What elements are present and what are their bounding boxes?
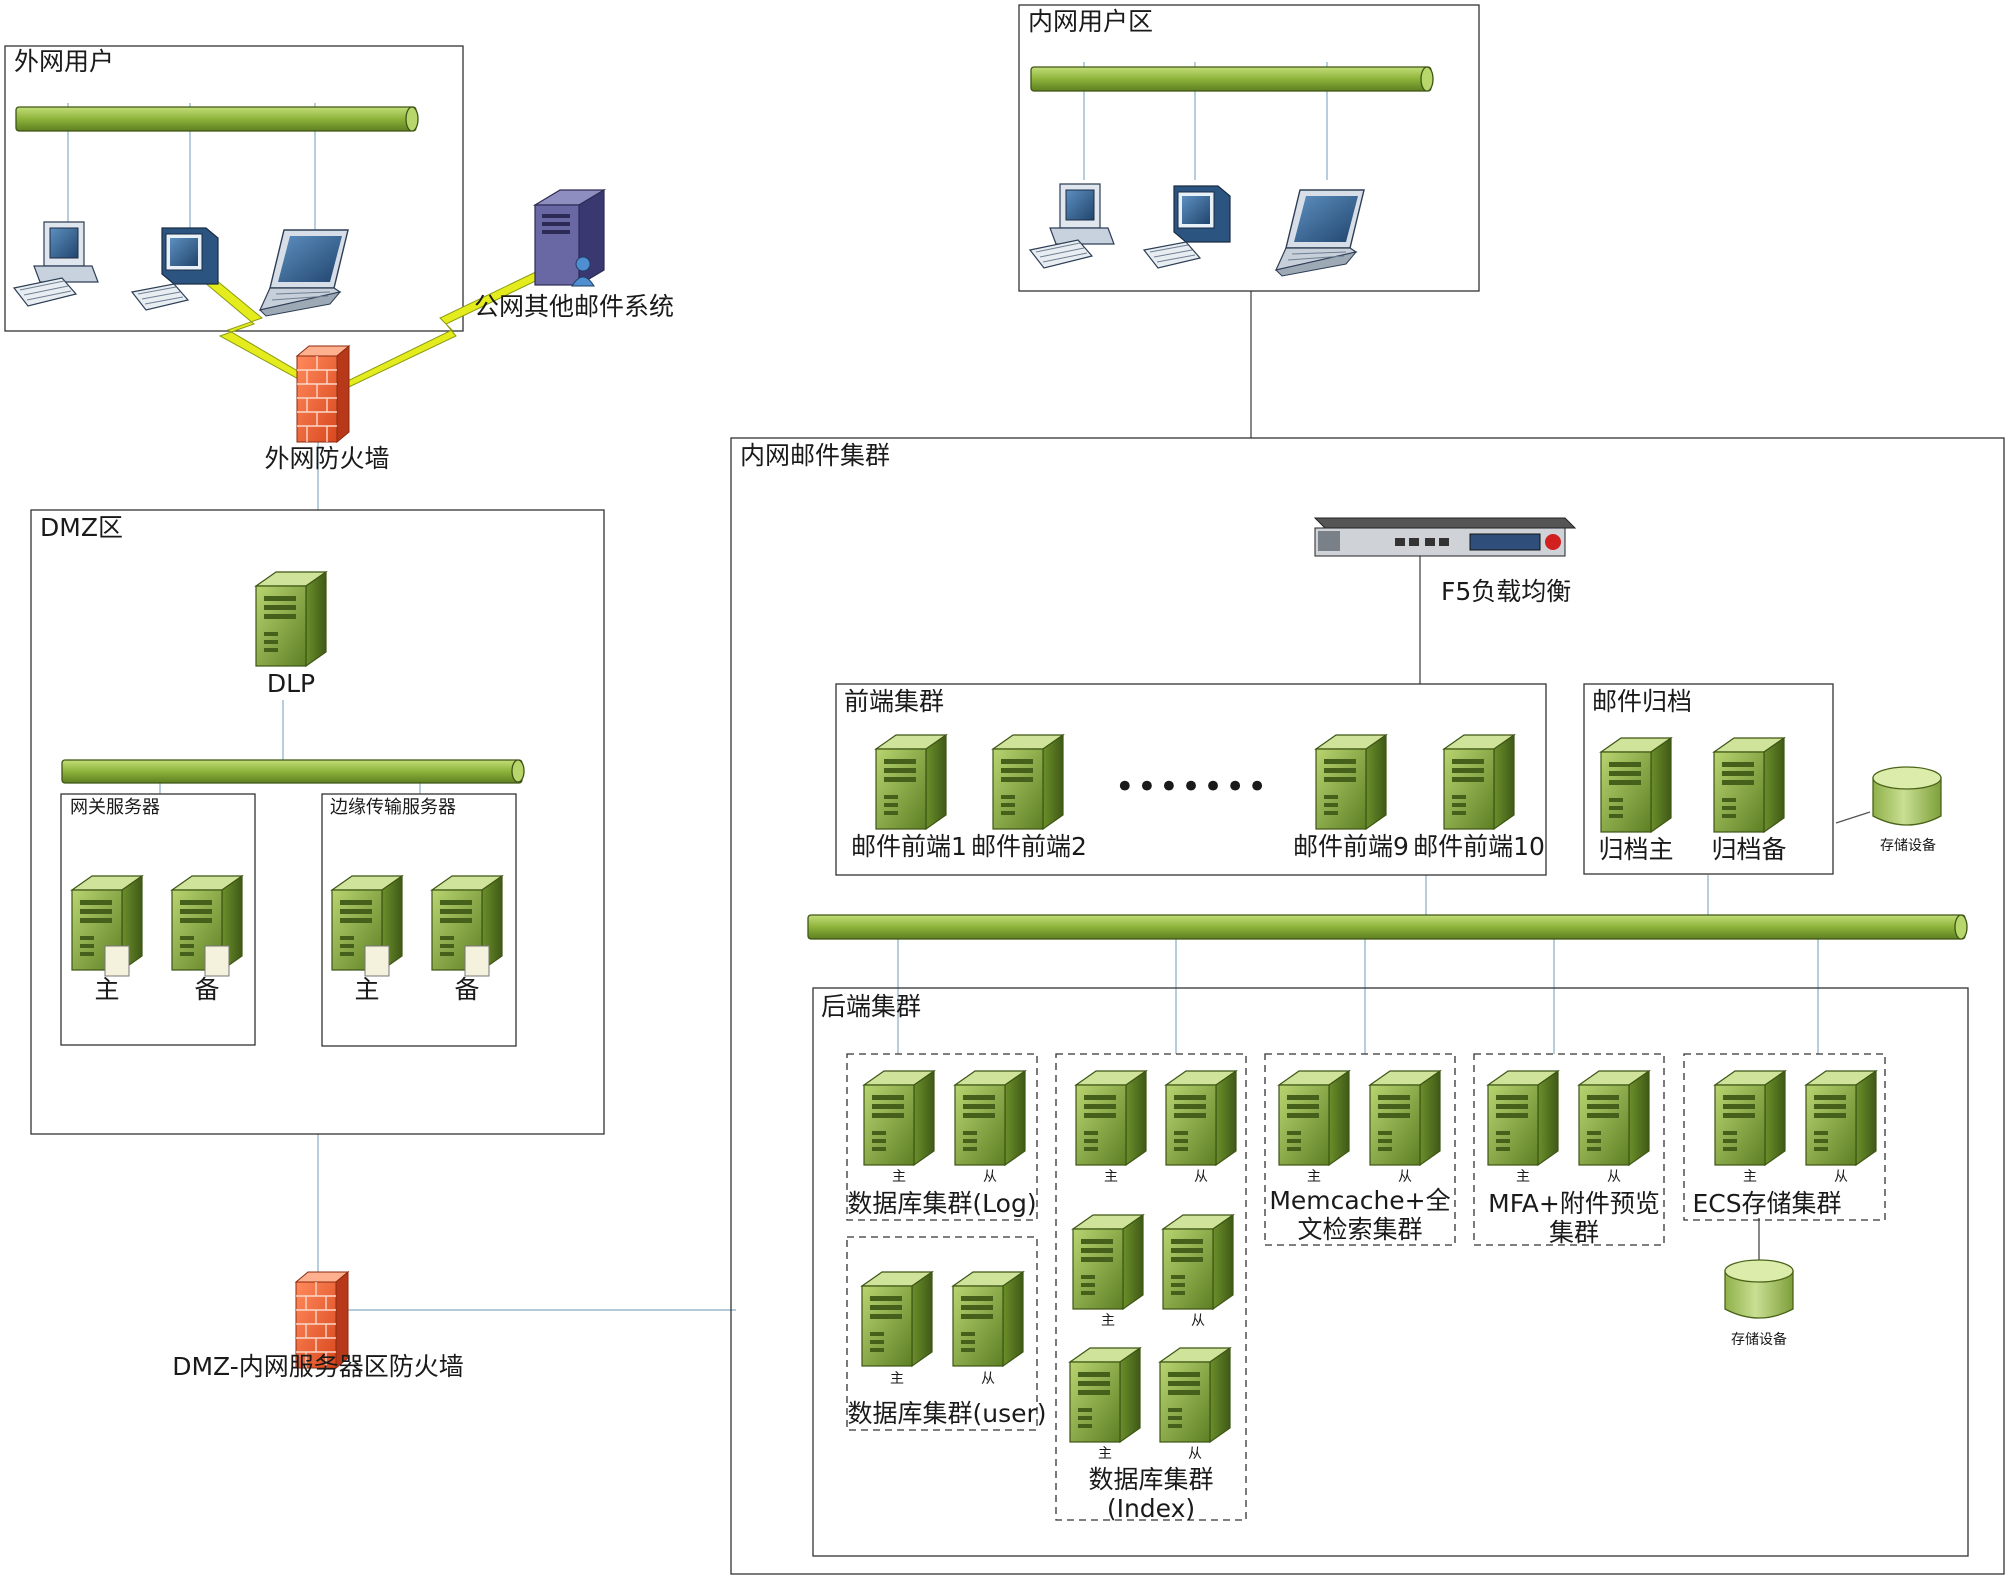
backend-primary-label: 主 bbox=[1307, 1169, 1321, 1185]
public-mail-server-icon bbox=[532, 188, 607, 287]
wan-lightning bbox=[203, 269, 547, 397]
intranet-user-computers bbox=[1029, 183, 1365, 277]
mfa-cluster-label: MFA+附件预览集群 bbox=[1488, 1189, 1660, 1247]
backend-secondary-label: 从 bbox=[1834, 1169, 1848, 1185]
backend-primary-label: 主 bbox=[890, 1371, 904, 1387]
frontend-node-label: 邮件前端10 bbox=[1413, 832, 1545, 861]
external-user-computers bbox=[13, 221, 349, 317]
dmz-firewall-label: DMZ-内网服务器区防火墙 bbox=[172, 1352, 464, 1381]
backend-primary-label: 主 bbox=[1104, 1169, 1118, 1185]
backend-secondary-label: 从 bbox=[1191, 1313, 1205, 1329]
memcache-cluster-label: Memcache+全文检索集群 bbox=[1269, 1186, 1451, 1244]
edge-transfer-servers-title: 边缘传输服务器 bbox=[330, 797, 456, 818]
backend-primary-label: 主 bbox=[1743, 1169, 1757, 1185]
archive-primary-label: 归档主 bbox=[1598, 835, 1674, 864]
frontend-node-label: 邮件前端2 bbox=[971, 832, 1087, 861]
frontend-ellipsis: ••••••• bbox=[1114, 767, 1270, 807]
dlp-server-icon bbox=[255, 571, 327, 667]
backend-primary-label: 主 bbox=[892, 1169, 906, 1185]
backend-server-icons bbox=[861, 1070, 1877, 1443]
edge-primary-label: 主 bbox=[354, 975, 380, 1004]
db-user-cluster-label: 数据库集群(user) bbox=[847, 1399, 1047, 1428]
zone-frames bbox=[4, 4, 2005, 1575]
gateway-backup-label: 备 bbox=[194, 975, 220, 1004]
backend-primary-label: 主 bbox=[1101, 1313, 1115, 1329]
db-index-cluster-label: 数据库集群(Index) bbox=[1088, 1465, 1214, 1523]
backend-primary-label: 主 bbox=[1098, 1446, 1112, 1462]
backend-secondary-label: 从 bbox=[1188, 1446, 1202, 1462]
dmz-zone-title: DMZ区 bbox=[40, 513, 123, 542]
backend-secondary-label: 从 bbox=[981, 1371, 995, 1387]
edge-backup-label: 备 bbox=[454, 975, 480, 1004]
backend-secondary-label: 从 bbox=[1194, 1169, 1208, 1185]
external-firewall-icon bbox=[296, 345, 350, 443]
frontend-cluster-title: 前端集群 bbox=[844, 687, 945, 716]
backend-secondary-label: 从 bbox=[1607, 1169, 1621, 1185]
f5-load-balancer-icon bbox=[1313, 517, 1577, 557]
backend-secondary-label: 从 bbox=[983, 1169, 997, 1185]
db-log-cluster-label: 数据库集群(Log) bbox=[847, 1189, 1037, 1218]
gateway-servers-title: 网关服务器 bbox=[70, 797, 160, 818]
frontend-node-label: 邮件前端9 bbox=[1293, 832, 1409, 861]
external-firewall-label: 外网防火墙 bbox=[264, 444, 390, 473]
dlp-label: DLP bbox=[266, 669, 316, 698]
backend-secondary-label: 从 bbox=[1398, 1169, 1412, 1185]
f5-load-balancer-label: F5负载均衡 bbox=[1441, 577, 1572, 606]
backend-primary-label: 主 bbox=[1516, 1169, 1530, 1185]
gateway-server-icons bbox=[71, 875, 243, 977]
backend-group-frames bbox=[846, 1053, 1886, 1521]
ecs-cluster-label: ECS存储集群 bbox=[1692, 1189, 1842, 1218]
public-mail-systems-label: 公网其他邮件系统 bbox=[474, 292, 675, 321]
backend-cluster-title: 后端集群 bbox=[821, 992, 922, 1021]
archive-storage-label: 存储设备 bbox=[1880, 838, 1936, 854]
edge-server-icons bbox=[331, 875, 503, 977]
archive-backup-label: 归档备 bbox=[1711, 835, 1787, 864]
archive-storage-icon bbox=[1872, 766, 1942, 826]
external-users-zone-title: 外网用户 bbox=[14, 47, 115, 76]
intranet-users-zone-title: 内网用户区 bbox=[1028, 7, 1154, 36]
archive-server-icons bbox=[1600, 737, 1785, 833]
trunk-lines bbox=[1250, 291, 1760, 1262]
ecs-storage-icon bbox=[1724, 1259, 1794, 1319]
frontend-node-label: 邮件前端1 bbox=[851, 832, 967, 861]
gateway-primary-label: 主 bbox=[94, 975, 120, 1004]
mail-archive-title: 邮件归档 bbox=[1592, 687, 1693, 716]
ecs-storage-label: 存储设备 bbox=[1731, 1332, 1787, 1348]
intranet-mail-cluster-title: 内网邮件集群 bbox=[740, 441, 891, 470]
network-buses bbox=[15, 66, 1968, 940]
